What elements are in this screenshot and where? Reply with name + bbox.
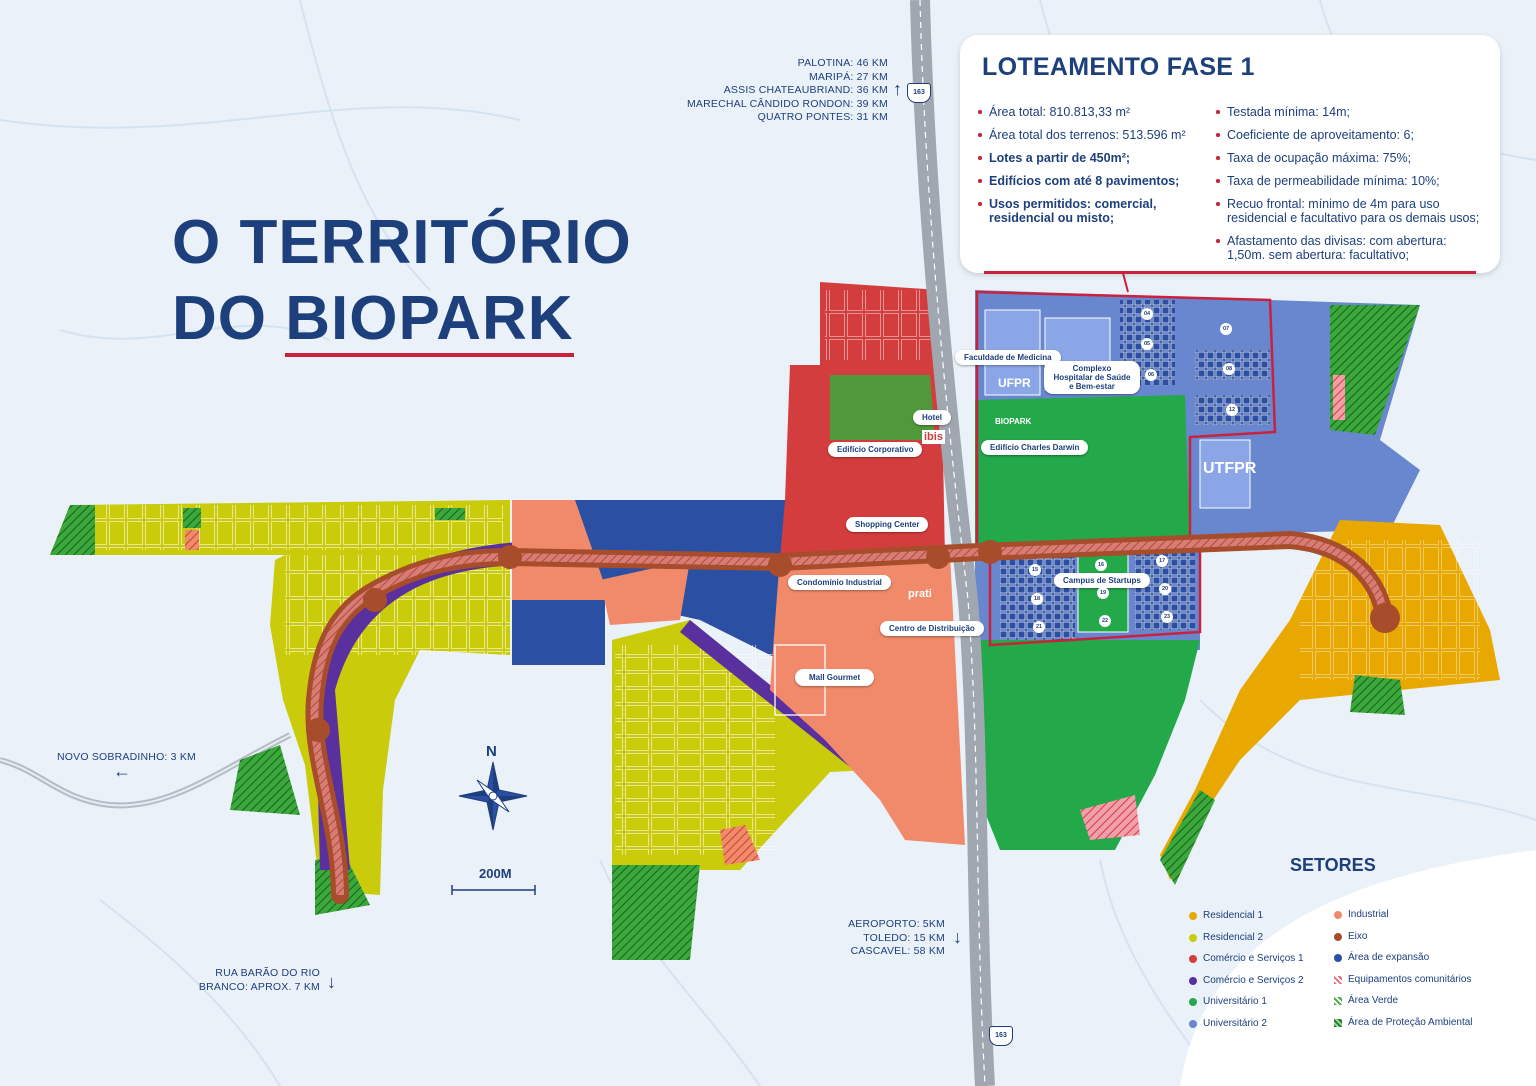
lot-number[interactable]: 04	[1141, 308, 1153, 320]
label-faculdade-medicina[interactable]: Faculdade de Medicina	[955, 350, 1061, 365]
lot-number[interactable]: 05	[1141, 338, 1153, 350]
legend-item: Eixo	[1334, 931, 1473, 953]
swatch-residencial-1	[1189, 912, 1197, 920]
lot-number[interactable]: 08	[1223, 363, 1235, 375]
ibis-logo: ibis	[922, 430, 945, 444]
arrow-down-icon: ↓	[953, 927, 962, 947]
highway-shield-south: 163	[989, 1026, 1013, 1046]
swatch-comercio-1	[1189, 955, 1197, 963]
zone-universitario-1	[975, 395, 1190, 545]
arrow-down-icon: ↓	[327, 972, 336, 992]
card-item: Área total dos terrenos: 513.596 m²	[978, 128, 1200, 142]
utfpr-logo: UTFPR	[1203, 460, 1257, 477]
zone-comercio-2-arc	[315, 542, 520, 870]
biopark-logo: BIOPARK	[995, 417, 1032, 426]
scale-label: 200M	[479, 866, 512, 881]
swatch-area-verde	[1334, 997, 1342, 1005]
card-item: Taxa de ocupação máxima: 75%;	[1216, 151, 1488, 165]
arrow-up-icon: ↑	[893, 79, 902, 99]
prati-logo: prati	[908, 588, 932, 600]
legend-item: Comércio e Serviços 1	[1189, 953, 1304, 975]
legend-item: Residencial 2	[1189, 932, 1304, 954]
lot-number[interactable]: 15	[1029, 564, 1041, 576]
card-item: Taxa de permeabilidade mínima: 10%;	[1216, 174, 1488, 188]
legend-item: Área Verde	[1334, 995, 1473, 1017]
card-item: Afastamento das divisas: com abertura: 1…	[1216, 234, 1488, 262]
card-item: Usos permitidos: comercial, residencial …	[978, 197, 1200, 225]
swatch-area-expansao	[1334, 954, 1342, 962]
legend-item: Comércio e Serviços 2	[1189, 975, 1304, 997]
card-item: Recuo frontal: mínimo de 4m para uso res…	[1216, 197, 1488, 225]
lot-number[interactable]: 22	[1099, 615, 1111, 627]
arrow-left-icon: ←	[113, 761, 131, 781]
roundabouts	[306, 540, 1400, 742]
legend-item: Equipamentos comunitários	[1334, 974, 1473, 996]
card-item: Coeficiente de aproveitamento: 6;	[1216, 128, 1488, 142]
distance-west: NOVO SOBRADINHO: 3 KM	[57, 751, 196, 763]
lot-number[interactable]: 23	[1161, 611, 1173, 623]
label-edificio-corporativo[interactable]: Edifício Corporativo	[828, 442, 923, 457]
compass-rose	[458, 761, 528, 831]
legend-item: Universitário 2	[1189, 1018, 1304, 1040]
highway-shield-north: 163	[907, 83, 931, 103]
card-item: Edifícios com até 8 pavimentos;	[978, 174, 1200, 188]
lot-number[interactable]: 12	[1226, 404, 1238, 416]
swatch-residencial-2	[1189, 933, 1197, 942]
lot-number[interactable]: 06	[1145, 369, 1157, 381]
page-title-line-1: O TERRITÓRIO	[172, 208, 632, 277]
label-mall-gourmet[interactable]: Mall Gourmet	[795, 669, 875, 686]
lot-number[interactable]: 21	[1033, 621, 1045, 633]
legend-column-left: Residencial 1 Residencial 2 Comércio e S…	[1189, 910, 1304, 1039]
zone-apa-east	[1330, 305, 1420, 435]
card-item: Área total: 810.813,33 m²	[978, 105, 1200, 119]
legend-item: Industrial	[1334, 909, 1473, 931]
compass-north-label: N	[486, 743, 497, 760]
legend-title: SETORES	[1290, 855, 1376, 875]
lot-number[interactable]: 18	[1031, 593, 1043, 605]
green-area-sw	[230, 745, 300, 815]
legend-item: Área de Proteção Ambiental	[1334, 1017, 1473, 1039]
phase-1-card: LOTEAMENTO FASE 1 Área total: 810.813,33…	[960, 35, 1500, 274]
swatch-eixo	[1334, 932, 1342, 941]
legend-panel	[1180, 850, 1536, 1086]
lot-number[interactable]: 20	[1159, 583, 1171, 595]
swatch-universitario-2	[1189, 1019, 1197, 1028]
lot-number[interactable]: 07	[1220, 323, 1232, 335]
swatch-apa	[1334, 1018, 1342, 1027]
label-edificio-charles-darwin[interactable]: Edifício Charles Darwin	[981, 440, 1089, 455]
legend-item: Universitário 1	[1189, 996, 1304, 1018]
swatch-equipamentos	[1334, 975, 1342, 984]
label-centro-distribuicao[interactable]: Centro de Distribuição	[880, 621, 984, 636]
swatch-universitario-1	[1189, 998, 1197, 1006]
zone-universitario-1-south	[975, 640, 1200, 850]
page-title-line-2: DO BIOPARK	[172, 284, 574, 357]
label-campus-startups[interactable]: Campus de Startups	[1054, 573, 1150, 588]
lot-number[interactable]: 19	[1097, 587, 1109, 599]
label-condominio-industrial[interactable]: Condomínio Industrial	[788, 575, 891, 590]
title-highlight: BIOPARK	[285, 284, 574, 357]
zone-green-south	[612, 865, 700, 960]
swatch-industrial	[1334, 911, 1342, 919]
card-item: Lotes a partir de 450m²;	[978, 151, 1200, 165]
scale-bar	[451, 885, 536, 895]
label-shopping-center[interactable]: Shopping Center	[846, 517, 929, 532]
card-left-column: Área total: 810.813,33 m² Área total dos…	[978, 105, 1200, 234]
lot-number[interactable]: 17	[1156, 555, 1168, 567]
legend-item: Área de expansão	[1334, 952, 1473, 974]
label-hotel[interactable]: Hotel	[913, 410, 951, 425]
lot-number[interactable]: 16	[1095, 559, 1107, 571]
legend-item: Residencial 1	[1189, 910, 1304, 932]
ufpr-logo: UFPR	[998, 376, 1031, 390]
card-title: LOTEAMENTO FASE 1	[982, 53, 1255, 81]
card-right-column: Testada mínima: 14m; Coeficiente de apro…	[1216, 105, 1488, 271]
card-accent-line	[984, 271, 1476, 274]
legend-column-right: Industrial Eixo Área de expansão Equipam…	[1334, 909, 1473, 1038]
card-item: Testada mínima: 14m;	[1216, 105, 1488, 119]
swatch-comercio-2	[1189, 976, 1197, 985]
label-complexo-hospitalar[interactable]: Complexo Hospitalar de Saúde e Bem-estar	[1044, 361, 1140, 394]
